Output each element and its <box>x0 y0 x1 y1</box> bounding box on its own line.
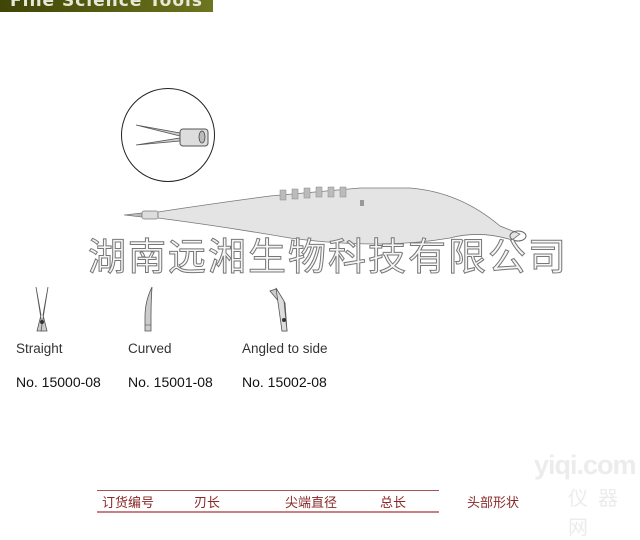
col-order-number: 订货编号 <box>102 495 155 510</box>
variant-number-angled: No. 15002-08 <box>242 374 327 390</box>
variant-label-straight: Straight <box>16 341 63 356</box>
col-tip-diameter: 尖端直径 <box>285 495 338 510</box>
company-watermark: 湖南远湘生物科技有限公司 <box>87 235 569 280</box>
variant-number-straight: No. 15000-08 <box>16 374 101 390</box>
brand-title: Fine Science Tools <box>10 0 203 11</box>
col-head-shape: 头部形状 <box>467 495 520 510</box>
scissor-tip-closeup-icon <box>135 124 209 147</box>
angled-tip-icon <box>269 287 288 332</box>
vannas-scissors-image <box>123 186 527 245</box>
variant-label-curved: Curved <box>128 341 172 356</box>
spec-table-header: 订货编号 刃长 尖端直径 总长 头部形状 <box>97 490 519 513</box>
col-blade-length: 刃长 <box>194 495 221 510</box>
tip-detail-magnifier <box>121 88 215 182</box>
site-watermark: yiqi.com <box>534 450 637 480</box>
variant-number-curved: No. 15001-08 <box>128 374 213 390</box>
site-watermark-cn: 仪器网 <box>568 488 628 539</box>
variant-label-angled: Angled to side <box>242 341 328 356</box>
col-overall-length: 总长 <box>380 495 407 510</box>
straight-tip-icon <box>35 287 49 332</box>
curved-tip-icon <box>144 287 153 332</box>
brand-banner: Fine Science Tools <box>0 0 213 12</box>
